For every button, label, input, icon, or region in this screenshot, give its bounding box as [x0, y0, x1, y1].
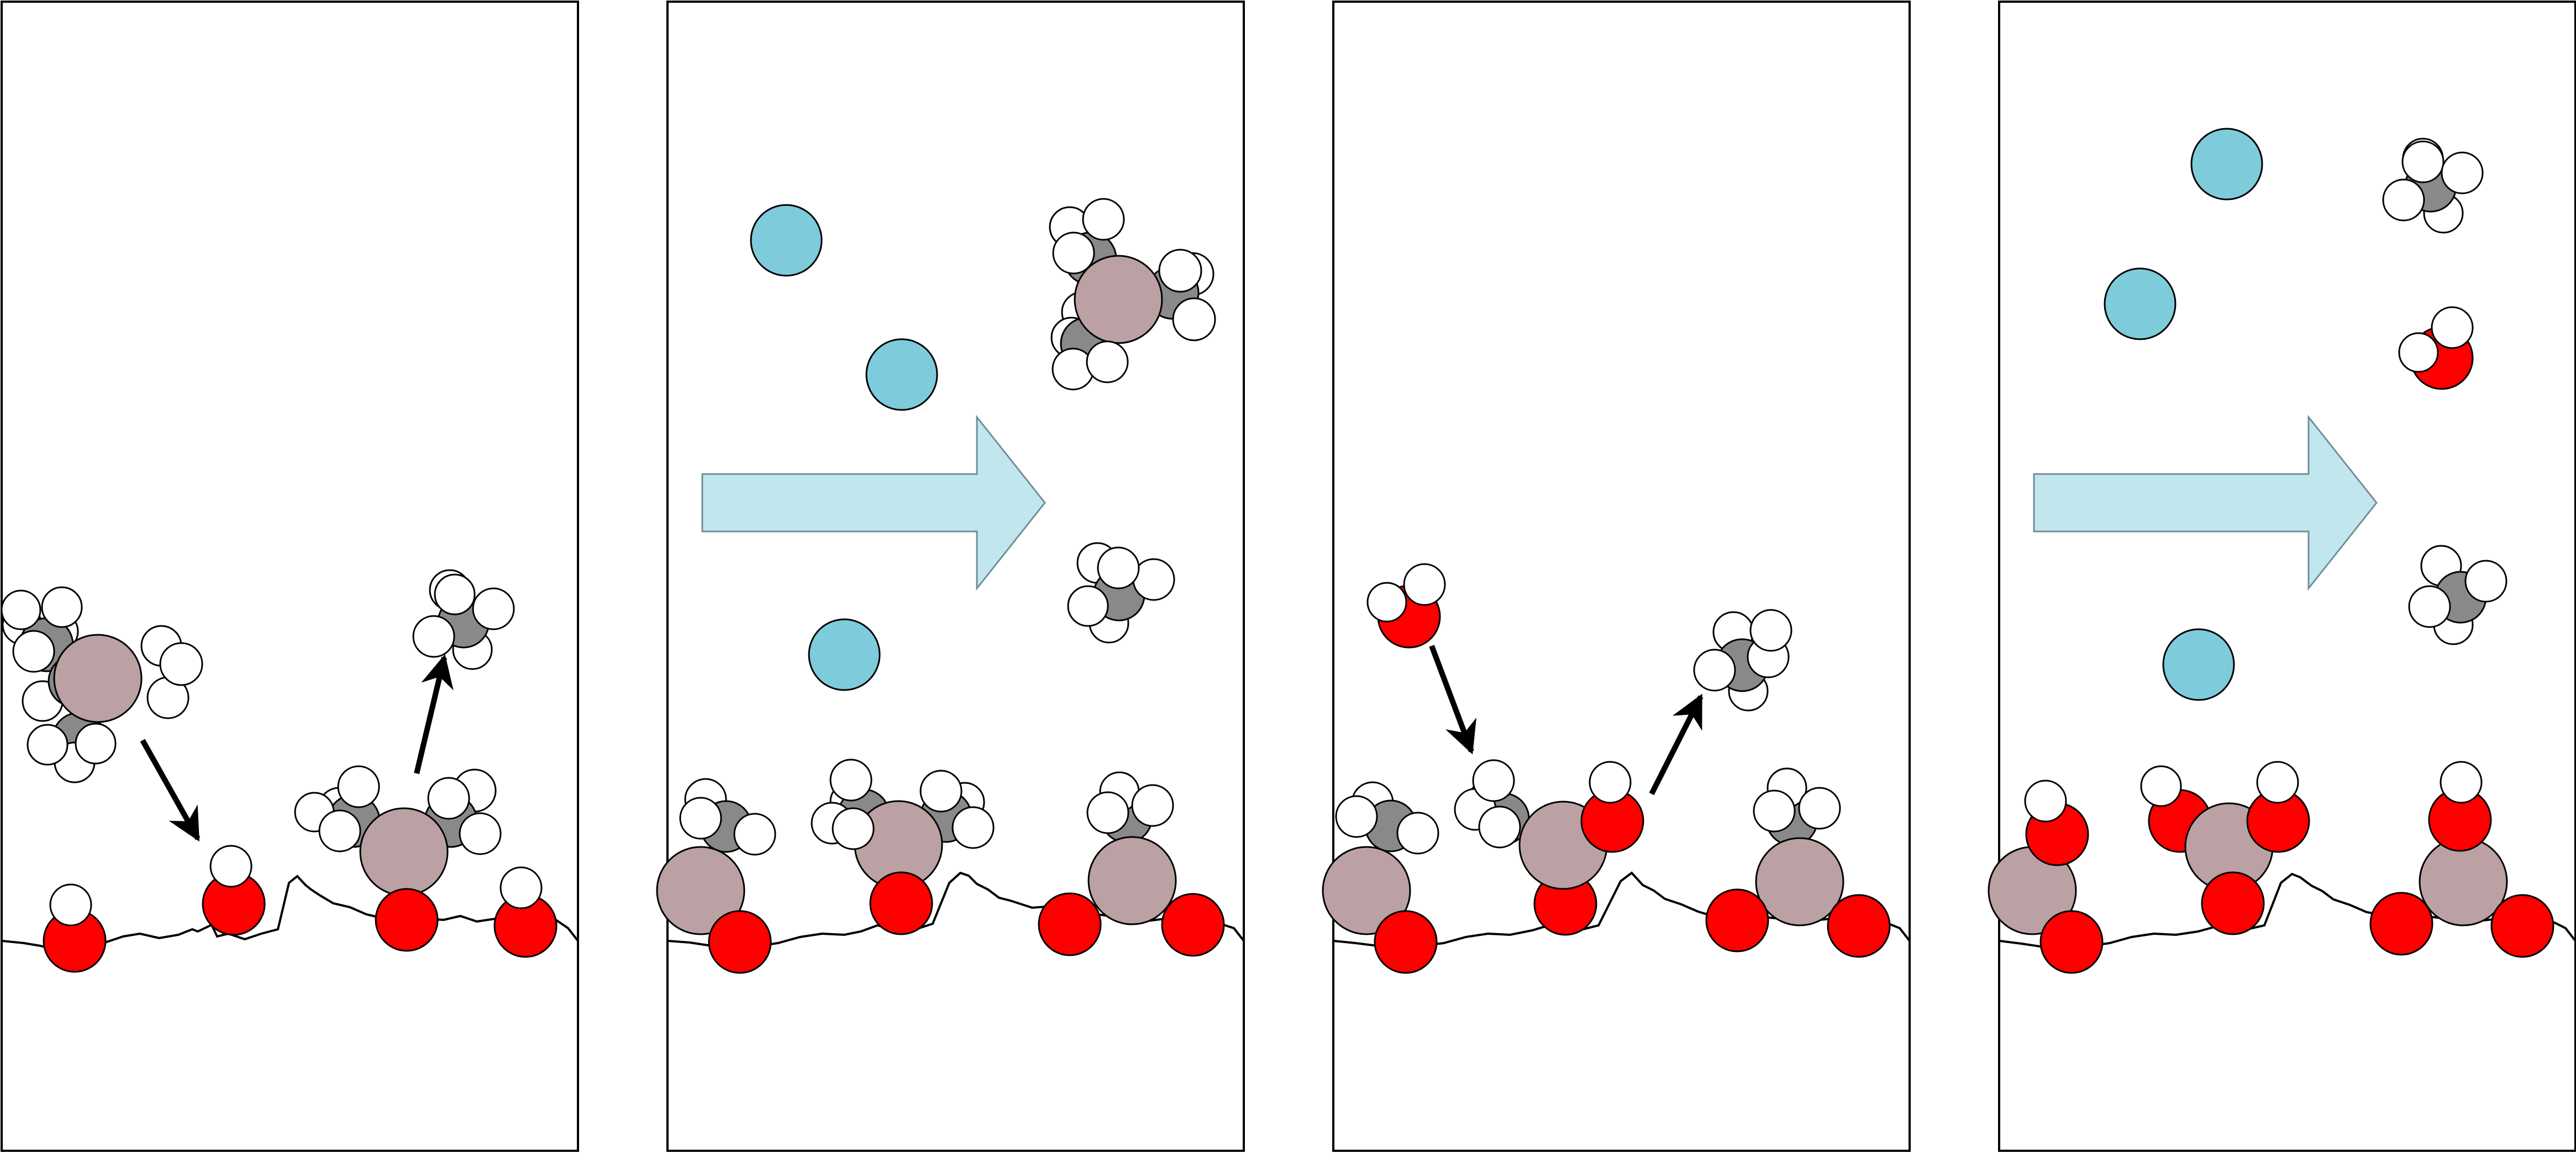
oxygen-atom — [1374, 910, 1438, 974]
substrate-surface-line — [1, 875, 579, 952]
hydrogen-atom — [829, 759, 872, 802]
hydrogen-atom — [1082, 198, 1125, 241]
hydrogen-atom — [1472, 759, 1515, 802]
hydrogen-atom — [1086, 791, 1129, 834]
hydrogen-atom — [1403, 563, 1446, 606]
hydrogen-atom — [1478, 805, 1521, 849]
hydrogen-atom — [1693, 649, 1736, 692]
purge-gas-atom — [2104, 267, 2177, 340]
reaction-arrow — [1649, 693, 1704, 796]
hydrogen-atom — [412, 615, 455, 658]
hydrogen-atom — [41, 586, 83, 628]
purge-gas-atom — [808, 618, 881, 691]
oxygen-atom — [375, 888, 439, 952]
hydrogen-atom — [1097, 546, 1140, 589]
hydrogen-atom — [2256, 761, 2299, 804]
hydrogen-atom — [75, 723, 117, 765]
hydrogen-atom — [2140, 765, 2182, 807]
hydrogen-atom — [2024, 780, 2067, 823]
metal-atom — [1074, 255, 1163, 344]
oxygen-atom — [2369, 892, 2433, 956]
hydrogen-atom — [1366, 582, 1407, 623]
oxygen-atom — [2201, 871, 2265, 935]
hydrogen-atom — [2431, 306, 2474, 349]
hydrogen-atom — [12, 630, 55, 673]
hydrogen-atom — [472, 587, 515, 630]
panel-1-precursor-adsorption — [1, 1, 579, 1152]
oxygen-atom — [1038, 892, 1102, 956]
hydrogen-atom — [679, 797, 722, 840]
oxygen-atom — [1705, 888, 1769, 952]
hydrogen-atom — [1086, 340, 1129, 383]
hydrogen-atom — [1749, 609, 1792, 652]
hydrogen-atom — [832, 807, 875, 850]
hydrogen-atom — [318, 809, 361, 852]
reaction-arrow — [140, 739, 201, 842]
hydrogen-atom — [2398, 332, 2439, 373]
hydrogen-atom — [1131, 784, 1174, 827]
hydrogen-atom — [434, 573, 476, 615]
oxygen-atom — [1161, 893, 1225, 957]
hydrogen-atom — [1172, 297, 1216, 341]
hydrogen-atom — [1753, 789, 1796, 833]
hydrogen-atom — [159, 642, 203, 686]
purge-gas-atom — [865, 338, 938, 411]
hydrogen-atom — [733, 813, 776, 856]
hydrogen-atom — [951, 806, 995, 849]
panel-frame — [1, 1, 579, 1152]
metal-atom — [53, 634, 143, 723]
metal-atom — [656, 846, 745, 935]
panel-4-coreactant-purge — [1988, 1, 2576, 1152]
oxygen-atom — [708, 910, 772, 974]
oxygen-atom — [2039, 910, 2104, 974]
hydrogen-atom — [1589, 761, 1632, 804]
panel-3-coreactant-reaction — [1322, 1, 1911, 1152]
reaction-arrow — [1429, 645, 1477, 755]
hydrogen-atom — [919, 770, 963, 813]
hydrogen-atom — [2401, 140, 2444, 183]
hydrogen-atom — [2440, 761, 2483, 804]
panel-2-precursor-purge — [656, 1, 1245, 1152]
purge-gas-atom — [2190, 128, 2263, 201]
process-step-arrow — [2033, 414, 2378, 591]
metal-atom — [1322, 846, 1411, 935]
hydrogen-atom — [2408, 585, 2451, 628]
oxygen-atom — [2490, 894, 2554, 958]
metal-atom — [359, 807, 449, 897]
hydrogen-atom — [1158, 249, 1202, 293]
oxygen-atom — [1827, 894, 1891, 958]
hydrogen-atom — [459, 812, 502, 855]
hydrogen-atom — [2464, 560, 2507, 603]
metal-atom — [1755, 837, 1844, 926]
reaction-arrow — [414, 654, 454, 775]
hydrogen-atom — [49, 883, 92, 926]
hydrogen-atom — [1052, 231, 1095, 275]
hydrogen-atom — [1067, 585, 1109, 627]
metal-atom — [1087, 836, 1177, 925]
process-step-arrow — [701, 414, 1046, 591]
hydrogen-atom — [27, 724, 69, 766]
hydrogen-atom — [1798, 787, 1841, 830]
hydrogen-atom — [500, 866, 543, 909]
purge-gas-atom — [2162, 628, 2235, 701]
hydrogen-atom — [1335, 795, 1378, 838]
hydrogen-atom — [2382, 178, 2425, 222]
hydrogen-atom — [427, 777, 470, 820]
hydrogen-atom — [1, 589, 41, 630]
hydrogen-atom — [2441, 151, 2484, 194]
purge-gas-atom — [750, 204, 823, 277]
oxygen-atom — [869, 871, 933, 935]
hydrogen-atom — [1396, 812, 1439, 855]
hydrogen-atom — [337, 765, 380, 808]
hydrogen-atom — [209, 845, 253, 888]
